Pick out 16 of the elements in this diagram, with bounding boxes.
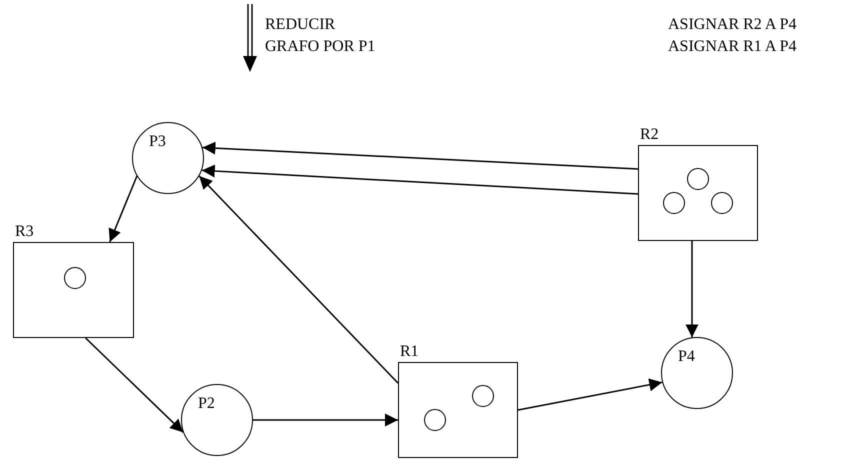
arrow [202, 142, 638, 170]
step-note: ASIGNAR R2 A P4 [668, 15, 798, 35]
resource-name: R2 [640, 126, 659, 144]
arrow [202, 164, 638, 195]
step-note: ASIGNAR R1 A P4 [668, 37, 798, 57]
arrow [198, 175, 399, 384]
arrow [253, 414, 398, 426]
process-name: P3 [149, 133, 166, 151]
process-name: P2 [198, 395, 215, 413]
process-name: P4 [678, 348, 695, 366]
arrow [518, 378, 662, 411]
resource-name: R1 [400, 343, 419, 361]
step-note: REDUCIR GRAFO POR P1 [265, 15, 376, 57]
arrow [686, 241, 698, 338]
resource-name: R3 [15, 223, 34, 241]
arrow [85, 337, 184, 433]
